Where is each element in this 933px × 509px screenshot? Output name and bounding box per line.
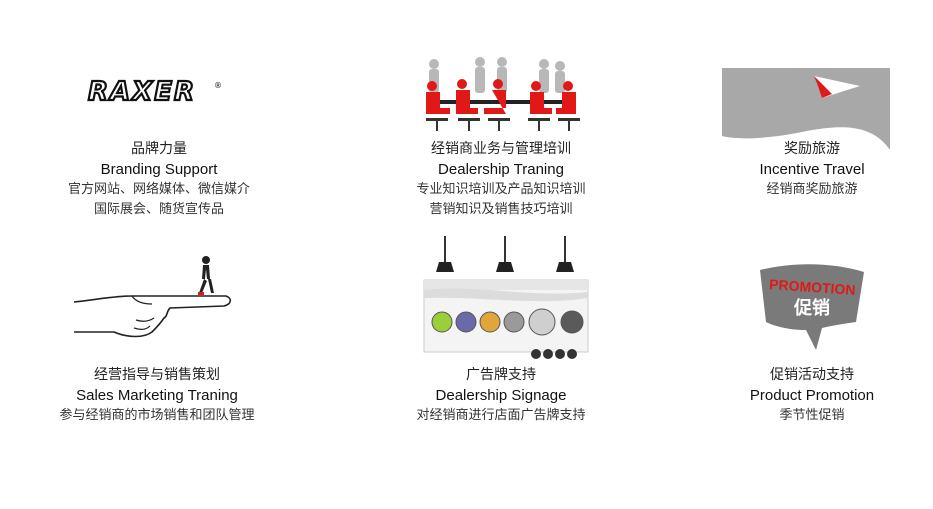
card-title-en: Incentive Travel: [759, 161, 865, 178]
card-sales-marketing: 经营指导与销售策划 Sales Marketing Traning 参与经销商的…: [20, 364, 294, 426]
card-desc: 对经销商进行店面广告牌支持: [416, 408, 586, 423]
svg-text:PROMOTION: PROMOTION: [769, 276, 856, 298]
card-desc: 经销商奖励旅游: [766, 182, 858, 197]
card-desc: 国际展会、随货宣传品: [93, 202, 224, 217]
card-title-zh: 品牌力量: [131, 141, 187, 157]
card-title-zh: 广告牌支持: [466, 367, 536, 383]
card-title-zh: 经销商业务与管理培训: [431, 141, 571, 157]
signage-illustration: [418, 236, 594, 362]
card-product-promotion: 促销活动支持 Product Promotion 季节性促销: [712, 364, 912, 426]
card-dealership-training: 经销商业务与管理培训 Dealership Traning 专业知识培训及产品知…: [372, 138, 630, 220]
card-title-en: Dealership Signage: [435, 387, 567, 404]
pointing-hand-illustration: [74, 252, 234, 346]
paper-plane-icon: [722, 66, 892, 150]
svg-text:®: ®: [214, 81, 222, 90]
card-desc: 参与经销商的市场销售和团队管理: [59, 408, 255, 423]
promotion-badge: PROMOTION 促销: [752, 262, 870, 352]
card-title-zh: 促销活动支持: [770, 367, 854, 383]
card-title-en: Branding Support: [100, 161, 218, 178]
svg-text:促销: 促销: [793, 297, 830, 319]
card-desc: 营销知识及销售技巧培训: [429, 202, 573, 217]
card-desc: 专业知识培训及产品知识培训: [416, 182, 586, 197]
card-title-zh: 经营指导与销售策划: [94, 367, 220, 383]
svg-text:RAXER: RAXER: [88, 77, 196, 106]
meeting-illustration: [418, 56, 588, 134]
card-title-en: Product Promotion: [749, 387, 875, 404]
card-branding: 品牌力量 Branding Support 官方网站、网络媒体、微信媒介 国际展…: [30, 138, 288, 220]
raxer-logo: RAXER ®: [86, 76, 226, 106]
card-incentive-travel: 奖励旅游 Incentive Travel 经销商奖励旅游: [712, 138, 912, 200]
card-title-en: Dealership Traning: [438, 161, 564, 178]
card-desc: 官方网站、网络媒体、微信媒介: [67, 182, 250, 197]
card-desc: 季节性促销: [779, 408, 845, 423]
card-dealership-signage: 广告牌支持 Dealership Signage 对经销商进行店面广告牌支持: [372, 364, 630, 426]
card-title-en: Sales Marketing Traning: [76, 387, 238, 404]
card-title-zh: 奖励旅游: [784, 141, 840, 157]
